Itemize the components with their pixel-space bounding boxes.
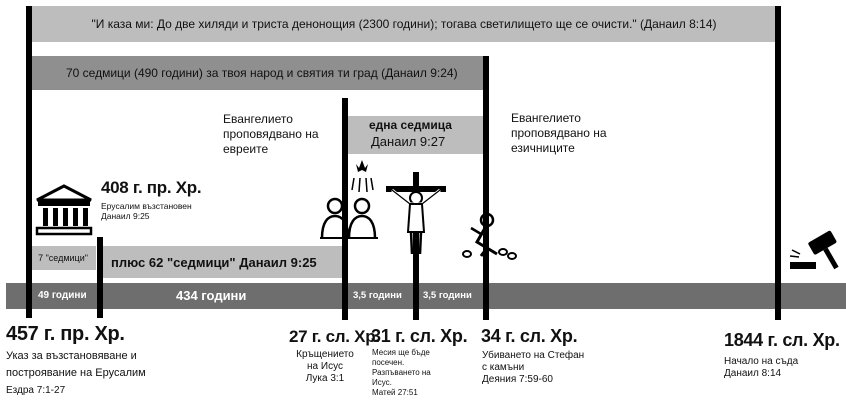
timeline-marker-1844ad bbox=[775, 6, 781, 320]
timeline-year-27ad: 27 г. сл. Хр. bbox=[289, 327, 380, 346]
prophecy-2300-band: "И каза ми: До две хиляди и триста денон… bbox=[28, 6, 780, 42]
timeline-year-34ad: 34 г. сл. Хр. bbox=[481, 326, 578, 346]
plus-62-weeks-text: плюс 62 "седмици" Данаил 9:25 bbox=[111, 254, 317, 270]
seventy-weeks-band: 70 седмици (490 години) за твоя народ и … bbox=[28, 56, 488, 90]
seven-weeks-band: 7 "седмици" bbox=[30, 246, 96, 270]
temple-icon bbox=[35, 184, 93, 236]
years-35-b-label: 3,5 години bbox=[423, 290, 472, 301]
one-week-ref: Данаил 9:27 bbox=[371, 134, 446, 149]
years-band bbox=[6, 283, 846, 309]
jerusalem-desc: Ерусалим възстановен Данаил 9:25 bbox=[101, 201, 192, 221]
timeline-marker-27ad bbox=[342, 98, 348, 320]
seventy-weeks-text: 70 седмици (490 години) за твоя народ и … bbox=[66, 66, 458, 80]
stoning-icon bbox=[462, 212, 517, 260]
plus-62-weeks-band: плюс 62 "седмици" Данаил 9:25 bbox=[101, 246, 346, 278]
timeline-desc-1844ad: Начало на съда Данаил 8:14 bbox=[724, 356, 799, 379]
timeline-marker-457bc bbox=[26, 6, 32, 318]
dove-icon bbox=[351, 160, 374, 193]
timeline-year-1844ad: 1844 г. сл. Хр. bbox=[724, 330, 840, 350]
one-week-title: една седмица bbox=[369, 118, 452, 132]
timeline-marker-31ad bbox=[413, 248, 419, 320]
gospel-jews-label: Евангелието проповядвано на евреите bbox=[223, 112, 319, 156]
years-434-label: 434 години bbox=[176, 288, 247, 303]
timeline-year-31ad: 31 г. сл. Хр. bbox=[371, 326, 468, 346]
years-35-a-label: 3,5 години bbox=[353, 290, 402, 301]
timeline-desc-31ad: Месия ще бъде посечен. Разпъването на Ис… bbox=[372, 348, 431, 397]
gavel-icon bbox=[789, 230, 839, 270]
timeline-marker-408bc bbox=[97, 237, 103, 318]
crucifixion-icon bbox=[386, 172, 446, 268]
gospel-gentiles-label: Евангелието проповядвано на езичниците bbox=[511, 111, 607, 155]
prophecy-2300-text: "И каза ми: До две хиляди и триста денон… bbox=[91, 17, 717, 31]
timeline-desc-34ad: Убиването на Стефан с камъни Деяния 7:59… bbox=[482, 350, 585, 385]
timeline-desc-27ad: Кръщението на Исус Лука 3:1 bbox=[296, 349, 354, 384]
one-week-band bbox=[347, 116, 488, 154]
seven-weeks-text: 7 "седмици" bbox=[38, 253, 88, 263]
timeline-marker-34ad bbox=[483, 56, 489, 320]
timeline-year-457bc: 457 г. пр. Хр. bbox=[6, 323, 125, 345]
baptism-icon bbox=[320, 197, 378, 239]
years-49-label: 49 години bbox=[38, 290, 87, 301]
jerusalem-year: 408 г. пр. Хр. bbox=[101, 178, 202, 197]
timeline-desc-457bc: Указ за възстановяване и построявание на… bbox=[6, 350, 146, 379]
timeline-ref-457bc: Ездра 7:1-27 bbox=[6, 385, 66, 396]
